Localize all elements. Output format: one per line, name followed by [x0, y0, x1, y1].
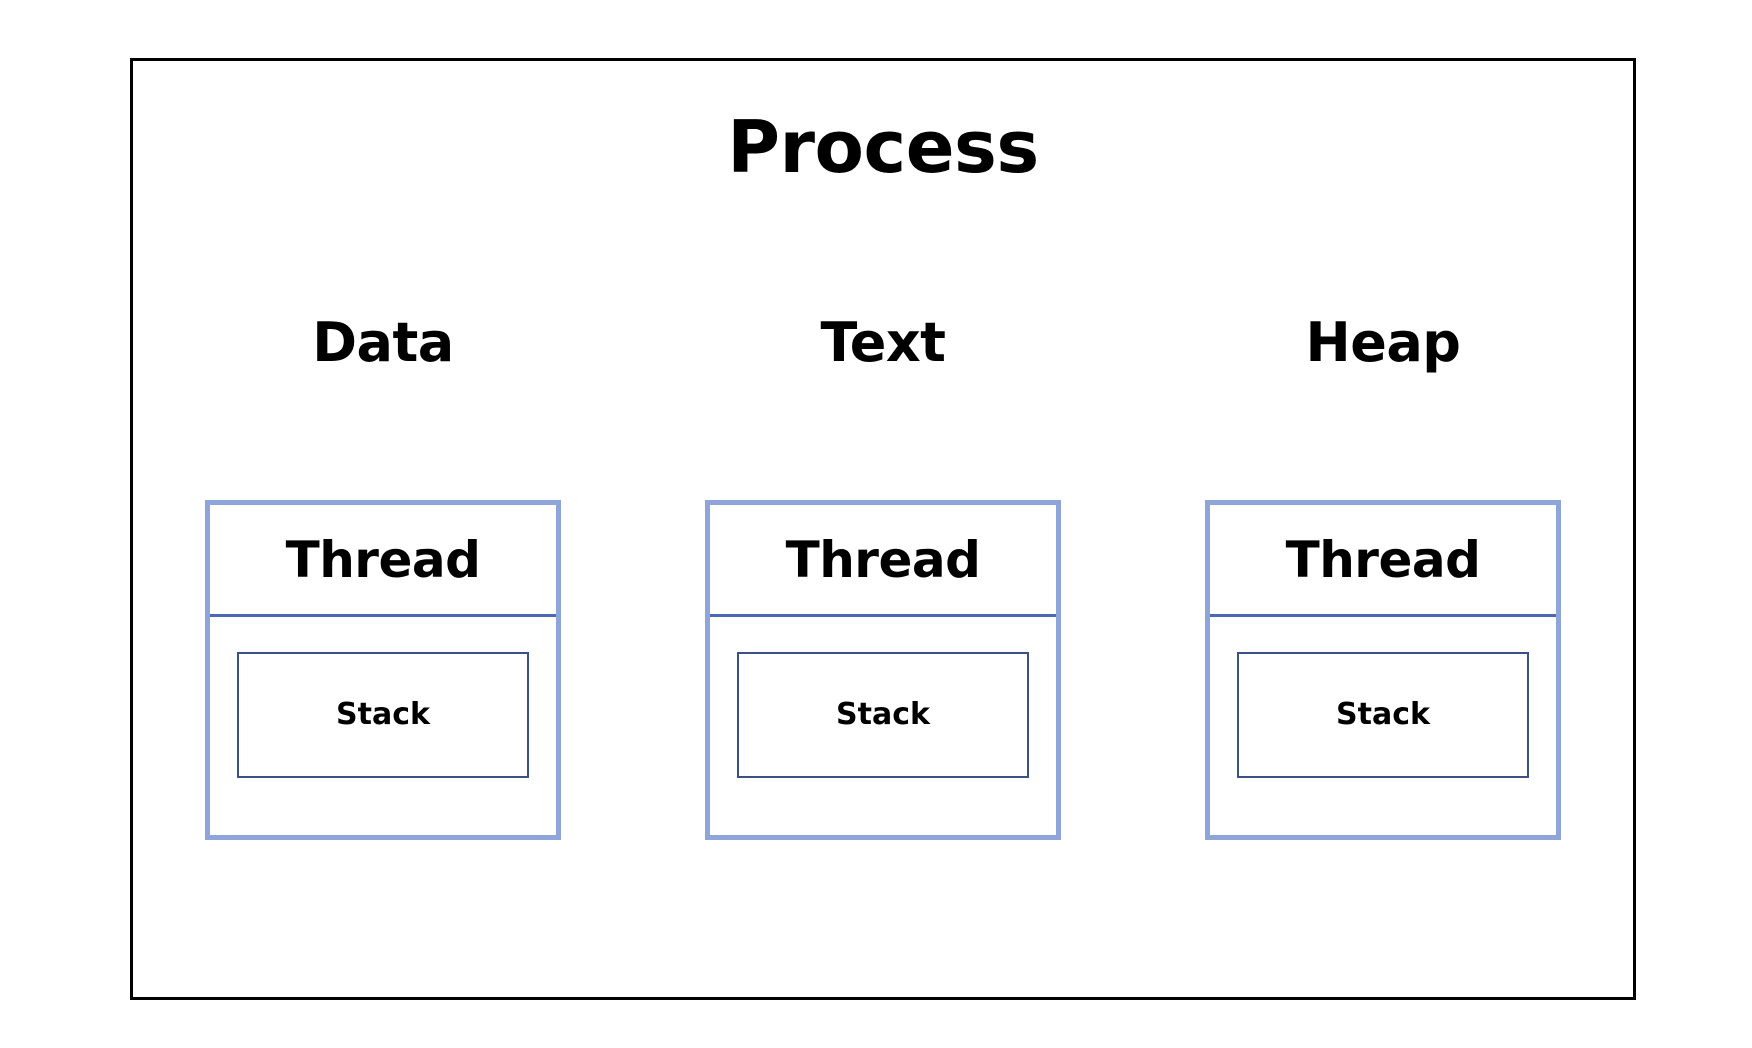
- segment-label-heap: Heap: [1305, 311, 1461, 374]
- thread-header-text: Thread: [710, 505, 1056, 617]
- thread-header-data: Thread: [210, 505, 556, 617]
- stack-box-heap: Stack: [1237, 652, 1529, 778]
- segment-row: Data Thread Stack Text T: [133, 316, 1633, 936]
- segment-label-text: Text: [820, 311, 946, 374]
- thread-body-heap: Stack: [1210, 617, 1556, 835]
- thread-label-heap: Thread: [1285, 530, 1481, 589]
- thread-box-text: Thread Stack: [705, 500, 1061, 840]
- thread-box-heap: Thread Stack: [1205, 500, 1561, 840]
- thread-label-text: Thread: [785, 530, 981, 589]
- stack-label-heap: Stack: [1336, 697, 1430, 732]
- segment-data: Data Thread Stack: [173, 316, 593, 840]
- stack-label-text: Stack: [836, 697, 930, 732]
- process-container: Process Data Thread Stack T: [130, 58, 1636, 1000]
- stack-label-data: Stack: [336, 697, 430, 732]
- segment-label-data: Data: [312, 311, 454, 374]
- thread-body-text: Stack: [710, 617, 1056, 835]
- segment-heap: Heap Thread Stack: [1173, 316, 1593, 840]
- thread-header-heap: Thread: [1210, 505, 1556, 617]
- thread-body-data: Stack: [210, 617, 556, 835]
- thread-box-data: Thread Stack: [205, 500, 561, 840]
- thread-label-data: Thread: [285, 530, 481, 589]
- stack-box-data: Stack: [237, 652, 529, 778]
- stack-box-text: Stack: [737, 652, 1029, 778]
- segment-text: Text Thread Stack: [673, 316, 1093, 840]
- page-title: Process: [727, 105, 1039, 189]
